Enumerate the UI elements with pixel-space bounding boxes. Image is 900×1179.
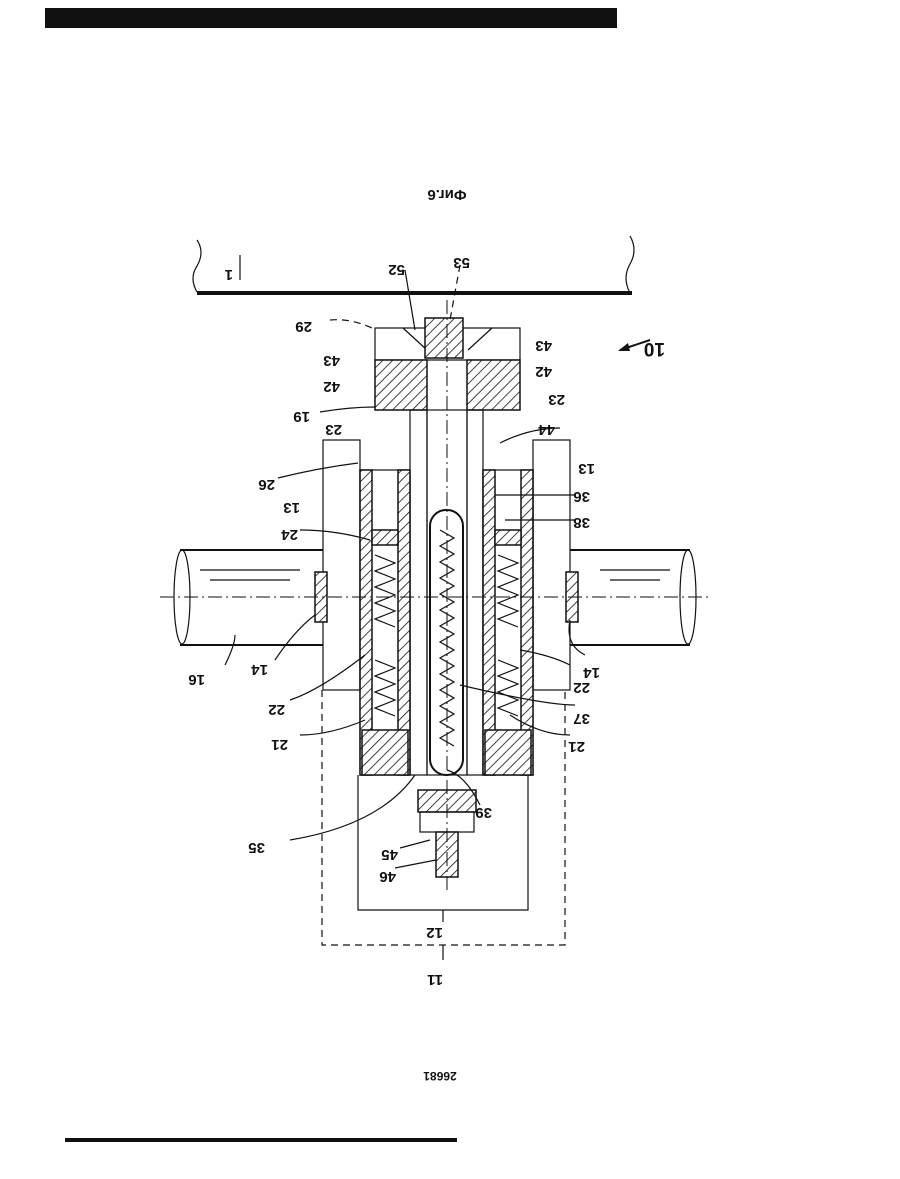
label-38: 38 [573,514,590,531]
label-16: 16 [188,671,205,688]
label-13-left: 13 [283,499,300,516]
label-21-right: 21 [568,738,585,755]
label-23-right: 23 [548,391,565,408]
label-36: 36 [573,488,590,505]
label-10: 10 [644,338,665,359]
label-22-left: 22 [268,701,285,718]
right-guide-tube [467,410,483,775]
label-26: 26 [258,476,275,493]
label-14-left: 14 [251,661,268,678]
label-42-left: 42 [323,378,340,395]
right-cylinder [483,470,533,775]
label-43-left: 43 [323,352,340,369]
label-21-left: 21 [271,736,288,753]
label-11: 11 [427,971,443,988]
right-flange-13 [533,440,570,690]
page-number: 26681 [423,1069,457,1083]
label-46: 46 [379,868,396,885]
label-23-left: 23 [325,421,342,438]
top-border-bar [45,8,617,28]
label-22-right: 22 [573,679,590,696]
bottom-border-bar [65,1138,457,1142]
left-flange-13 [323,440,360,690]
label-14-right: 14 [583,664,600,681]
plate-1 [193,236,634,293]
label-29: 29 [295,318,312,335]
label-53: 53 [453,254,470,271]
left-guide-tube [410,410,427,775]
label-43-right: 43 [535,337,552,354]
label-13-right: 13 [578,460,595,477]
label-37: 37 [573,710,590,727]
figure-title: Фиг.6 [427,186,466,203]
shaft-16 [160,550,710,645]
label-44: 44 [538,421,555,438]
label-35: 35 [248,839,265,856]
label-1: 1 [225,266,233,283]
label-19: 19 [293,408,310,425]
label-39: 39 [475,804,492,821]
label-45: 45 [381,846,398,863]
label-42-right: 42 [535,363,552,380]
label-12: 12 [426,924,443,941]
label-24: 24 [281,526,298,543]
left-cylinder [360,470,410,775]
label-52: 52 [388,261,405,278]
